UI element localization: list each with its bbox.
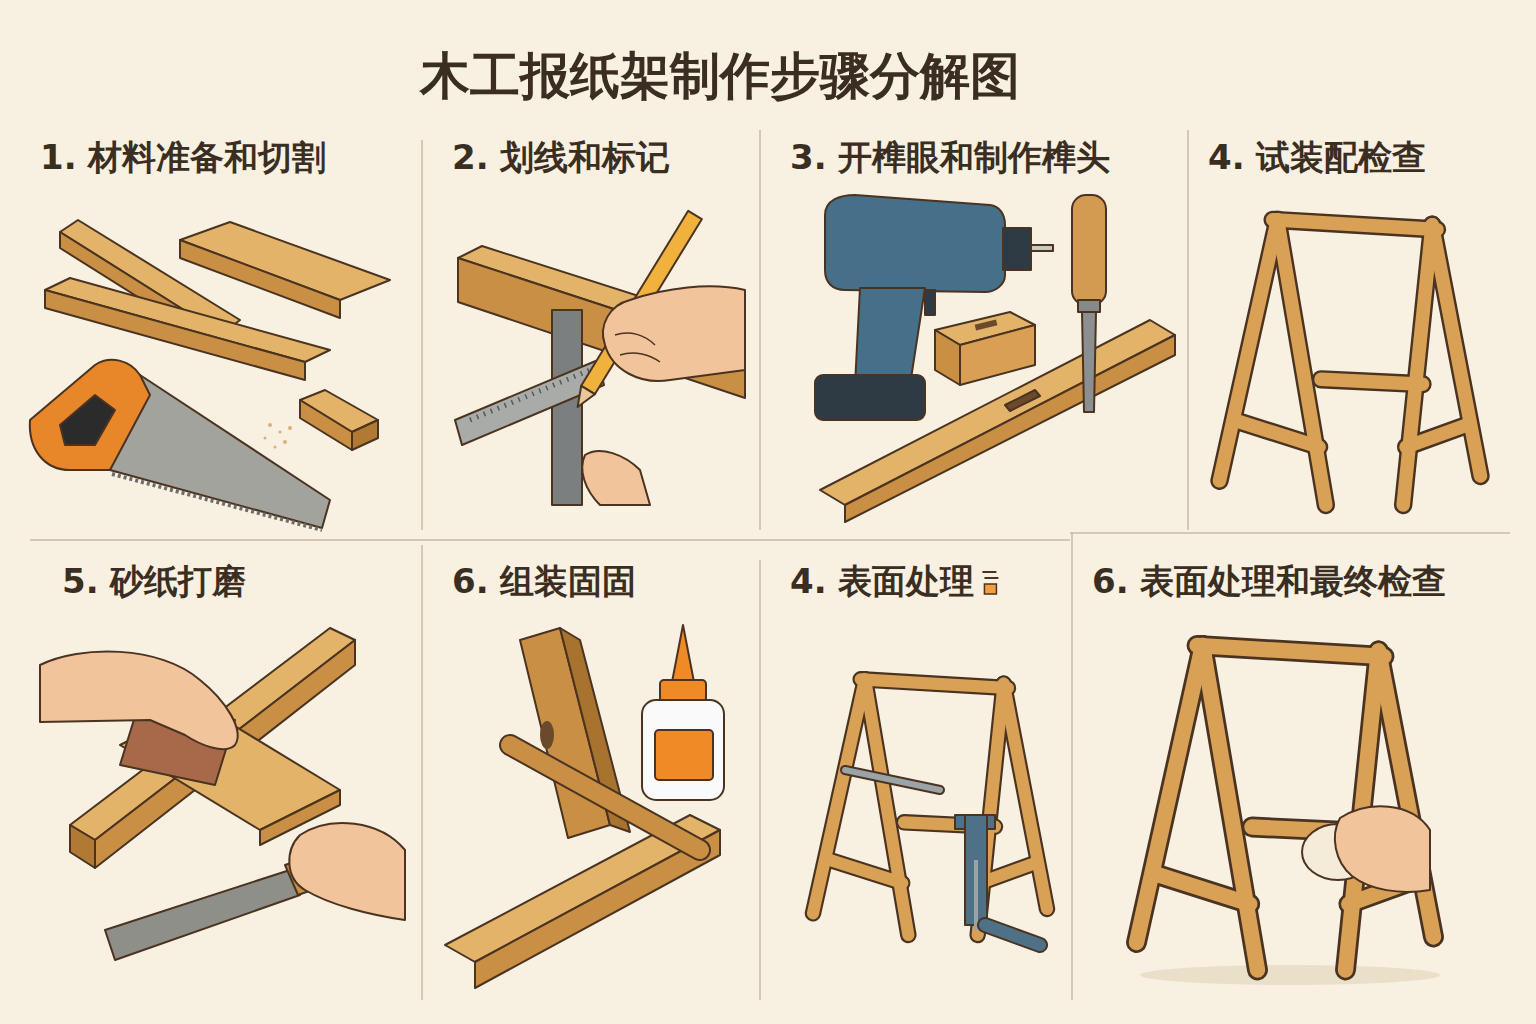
- icon-can: [984, 584, 996, 594]
- saw-handle: [30, 360, 150, 470]
- drill-handle: [855, 288, 925, 385]
- plank-front: [45, 290, 305, 380]
- divider: [759, 130, 761, 530]
- plank-front: [180, 240, 340, 318]
- clamp-bar-outline: [845, 770, 940, 790]
- tenon-slot: [975, 319, 998, 330]
- chisel-ferrule: [1078, 300, 1100, 312]
- sawdust-grain: [274, 446, 277, 449]
- divider: [30, 539, 1070, 541]
- hand: [582, 451, 650, 505]
- clamp-handle: [985, 925, 1040, 945]
- tenon-block-side: [935, 330, 960, 385]
- step-heading: 5. 砂纸打磨: [62, 559, 246, 605]
- newspaper-rack: [1220, 220, 1481, 505]
- ruler-ticks: [470, 370, 590, 420]
- drill-body: [825, 195, 1005, 292]
- divider: [1071, 533, 1073, 1000]
- saw-teeth: [112, 474, 322, 530]
- rail-front: [475, 830, 720, 988]
- divider: [759, 560, 761, 1000]
- saw-grip-hole: [60, 395, 115, 445]
- chisel-blade: [1082, 312, 1096, 412]
- hand: [289, 823, 405, 920]
- divider: [421, 140, 423, 530]
- sawdust-grain: [264, 437, 267, 440]
- step-heading: 4. 试装配检查: [1208, 135, 1426, 181]
- tenon-block-front: [960, 325, 1035, 385]
- cutting-illustration: [30, 220, 390, 530]
- block-side: [352, 420, 378, 450]
- newspaper-rack: [813, 679, 1047, 935]
- sawdust-grain: [268, 423, 272, 427]
- floor-shadow: [1140, 965, 1440, 985]
- step-heading: 3. 开榫眼和制作榫头: [790, 135, 1110, 181]
- mortise-illustration: [815, 195, 1175, 522]
- divider: [1070, 532, 1510, 534]
- clamp-bar: [845, 770, 940, 790]
- pencil-tip: [578, 386, 595, 407]
- hand: [40, 651, 238, 749]
- panel-dividers: [30, 130, 1510, 1000]
- sawdust-grain: [279, 431, 282, 434]
- icon-line: [984, 577, 998, 579]
- step-heading: 6. 表面处理和最终检查: [1092, 559, 1446, 605]
- file-blade: [105, 870, 300, 960]
- sawdust-grain: [288, 426, 292, 430]
- wiping-hand: [1302, 806, 1430, 892]
- hand: [603, 286, 745, 381]
- sawdust: [264, 423, 293, 449]
- sawdust-grain: [283, 440, 287, 444]
- chisel-handle: [1072, 195, 1106, 305]
- finger-lines: [615, 333, 660, 362]
- finish-icon: [982, 572, 998, 594]
- glue-label: [655, 730, 713, 780]
- drill-battery: [815, 375, 925, 420]
- clamp-screw: [974, 860, 978, 930]
- divider: [1187, 130, 1189, 530]
- diagram-title: 木工报纸架制作步骤分解图: [420, 43, 1020, 110]
- step-heading: 2. 划线和标记: [452, 135, 670, 181]
- glue-nozzle: [672, 625, 694, 682]
- hand: [1335, 806, 1430, 892]
- drill-trigger: [925, 290, 935, 315]
- glue-bottle: [642, 700, 724, 800]
- clamp-handle-outline: [985, 925, 1040, 945]
- step-heading: 1. 材料准备和切割: [40, 135, 326, 181]
- block-front: [300, 400, 352, 450]
- drill-bit: [1031, 245, 1053, 251]
- sanding-illustration: [40, 628, 405, 960]
- step-heading: 6. 组装固固: [452, 559, 636, 605]
- step-heading: 4. 表面处理: [790, 559, 974, 605]
- assembly-illustration: [445, 625, 724, 988]
- drill-chuck: [1003, 228, 1031, 270]
- mortise-hole: [540, 721, 554, 749]
- clamp: [845, 770, 1040, 945]
- square-blade: [455, 360, 604, 445]
- mortise-hole: [1005, 390, 1040, 411]
- beam-end: [70, 825, 95, 868]
- newspaper-rack: [1137, 646, 1434, 971]
- divider: [421, 545, 423, 1000]
- icon-line: [982, 571, 996, 573]
- marking-illustration: [455, 211, 745, 505]
